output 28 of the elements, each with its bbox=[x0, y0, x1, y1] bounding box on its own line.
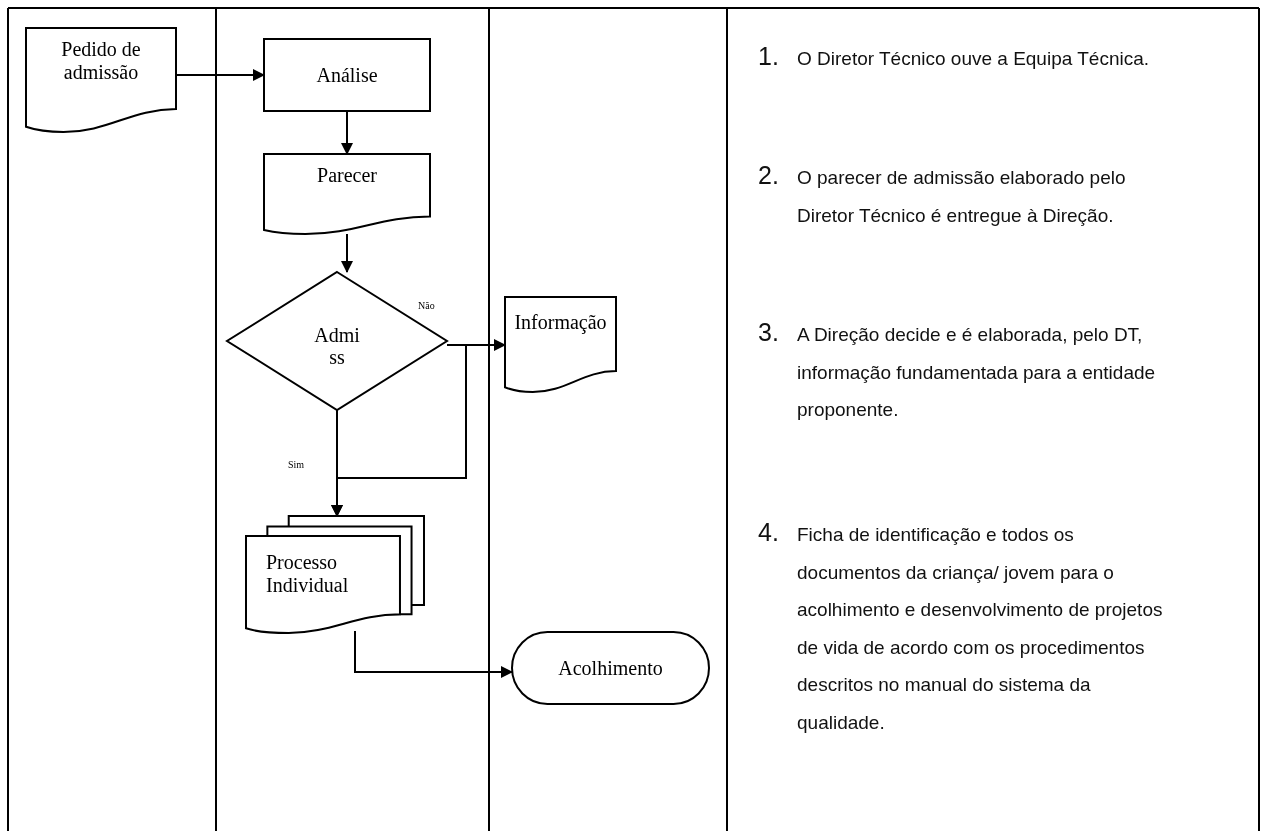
step-description: O parecer de admissão elaborado pelo Diretor Técnico é entregue à Direção. bbox=[797, 166, 1127, 228]
step-number: 2. bbox=[758, 160, 779, 191]
node-label: Parecer bbox=[317, 164, 377, 187]
step-number: 3. bbox=[758, 317, 779, 348]
document-shape bbox=[505, 297, 616, 392]
node-label: Admiss bbox=[313, 324, 361, 368]
terminator-shape bbox=[512, 632, 709, 704]
node-label: Pedido de admissão bbox=[60, 38, 142, 84]
arrow bbox=[341, 233, 353, 273]
node-label: Análise bbox=[316, 63, 378, 87]
node-label: Informação bbox=[514, 311, 607, 334]
edge-label: Sim bbox=[287, 459, 306, 471]
step-description: A Direção decide e é elaborada, pelo DT, informação fundamentada para a entidade proponente. bbox=[797, 323, 1157, 422]
process-box bbox=[264, 39, 430, 111]
decision-diamond bbox=[227, 272, 447, 410]
node-label: Acolhimento bbox=[558, 656, 663, 680]
arrow bbox=[446, 339, 506, 351]
step-description: Ficha de identificação e todos os documentos da criança/ jovem para o acolhimento e desenvolvimento de projetos de vida de acordo com os procedimentos descritos no manual do sistema da qualidade. bbox=[797, 523, 1164, 735]
step-number: 1. bbox=[758, 41, 779, 72]
arrow bbox=[341, 110, 353, 155]
document-shape bbox=[26, 28, 176, 132]
multi-document-shape bbox=[246, 516, 424, 633]
step-number: 4. bbox=[758, 517, 779, 548]
document-shape bbox=[264, 154, 430, 234]
node-label: Processo Individual bbox=[266, 550, 350, 597]
step-description: O Diretor Técnico ouve a Equipa Técnica. bbox=[797, 47, 1151, 71]
edge-label: Não bbox=[417, 300, 436, 312]
arrow bbox=[354, 630, 513, 678]
